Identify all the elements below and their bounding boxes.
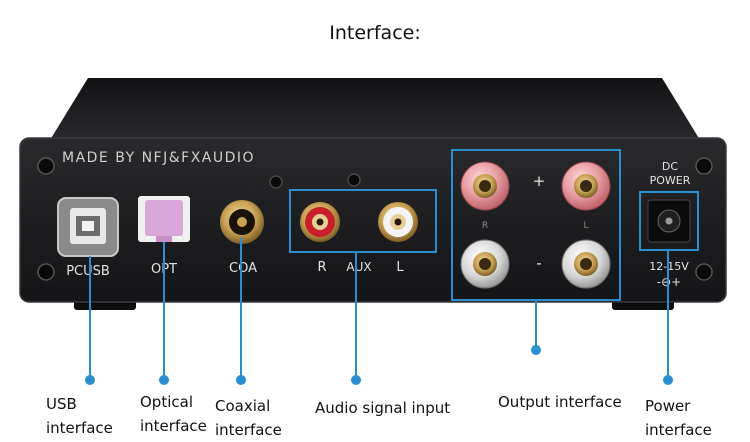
- coaxial-port-label: COA: [229, 261, 257, 276]
- usb-port-label: PCUSB: [66, 264, 110, 279]
- chassis-top: [50, 78, 700, 140]
- coaxial-port[interactable]: [220, 200, 264, 244]
- audio-input-callout: Audio signal input: [315, 399, 451, 417]
- speaker-r-label: R: [482, 221, 488, 231]
- speaker-post-r-minus[interactable]: [460, 239, 510, 289]
- aux-rca-left[interactable]: [378, 202, 418, 242]
- rear-panel: [19, 137, 727, 303]
- diagram-title: Interface:: [329, 22, 421, 44]
- speaker-post-l-minus[interactable]: [561, 239, 611, 289]
- minus-label: -: [536, 254, 541, 272]
- callout-lines: [85, 238, 673, 385]
- speaker-post-r-plus[interactable]: [460, 161, 510, 211]
- plus-label: +: [533, 172, 546, 190]
- coaxial-interface-callout: Coaxial interface: [215, 397, 282, 439]
- power-label: POWER: [650, 174, 691, 187]
- aux-highlight-box: [289, 189, 437, 253]
- optical-port[interactable]: [138, 196, 190, 242]
- aux-label: AUX: [346, 260, 371, 274]
- dc-power-jack[interactable]: [647, 199, 691, 243]
- aux-left-label: L: [396, 260, 404, 275]
- panel-screws: [37, 157, 713, 281]
- voltage-label: 12-15V: [649, 260, 689, 273]
- output-interface-callout: Output interface: [498, 393, 622, 411]
- usb-port[interactable]: [57, 197, 119, 257]
- speaker-l-label: L: [583, 221, 588, 231]
- power-interface-callout: Power interface: [645, 397, 712, 439]
- optical-interface-callout: Optical interface: [140, 393, 207, 435]
- aux-right-label: R: [317, 260, 326, 275]
- speaker-post-l-plus[interactable]: [561, 161, 611, 211]
- brand-text: MADE BY NFJ&FXAUDIO: [62, 150, 255, 166]
- aux-rca-right[interactable]: [300, 202, 340, 242]
- dc-label: DC: [662, 160, 678, 173]
- usb-interface-callout: USB interface: [46, 395, 113, 437]
